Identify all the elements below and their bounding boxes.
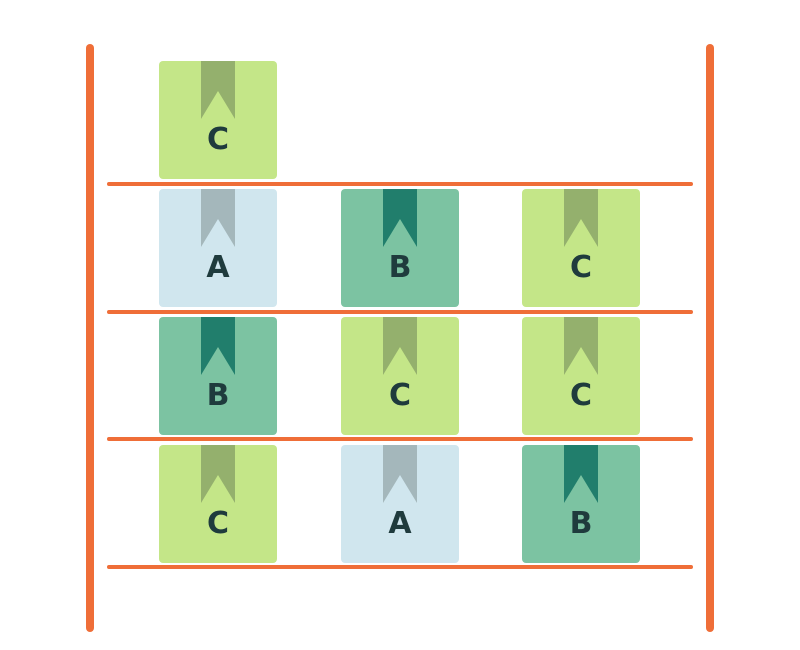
ribbon-icon (201, 317, 235, 375)
box-label: A (206, 250, 230, 285)
ribbon-icon (564, 189, 598, 247)
box-label: B (388, 250, 412, 285)
box-label: C (206, 122, 230, 157)
right-post (706, 44, 714, 632)
box-label: C (206, 506, 230, 541)
ribbon-icon (201, 61, 235, 119)
ribbon-icon (564, 445, 598, 503)
box-b: B (522, 445, 640, 563)
ribbon-icon (383, 317, 417, 375)
box-b: B (341, 189, 459, 307)
ribbon-icon (383, 445, 417, 503)
box-c: C (522, 317, 640, 435)
shelf-1 (107, 182, 693, 186)
box-label: C (569, 378, 593, 413)
ribbon-icon (201, 189, 235, 247)
shelf-3 (107, 437, 693, 441)
left-post (86, 44, 94, 632)
box-a: A (341, 445, 459, 563)
box-label: A (388, 506, 412, 541)
box-b: B (159, 317, 277, 435)
ribbon-icon (201, 445, 235, 503)
box-label: C (569, 250, 593, 285)
box-label: B (569, 506, 593, 541)
box-c: C (159, 445, 277, 563)
box-label: B (206, 378, 230, 413)
box-label: C (388, 378, 412, 413)
box-c: C (522, 189, 640, 307)
shelf-4 (107, 565, 693, 569)
box-c: C (341, 317, 459, 435)
box-c: C (159, 61, 277, 179)
shelf-2 (107, 310, 693, 314)
box-a: A (159, 189, 277, 307)
ribbon-icon (383, 189, 417, 247)
ribbon-icon (564, 317, 598, 375)
